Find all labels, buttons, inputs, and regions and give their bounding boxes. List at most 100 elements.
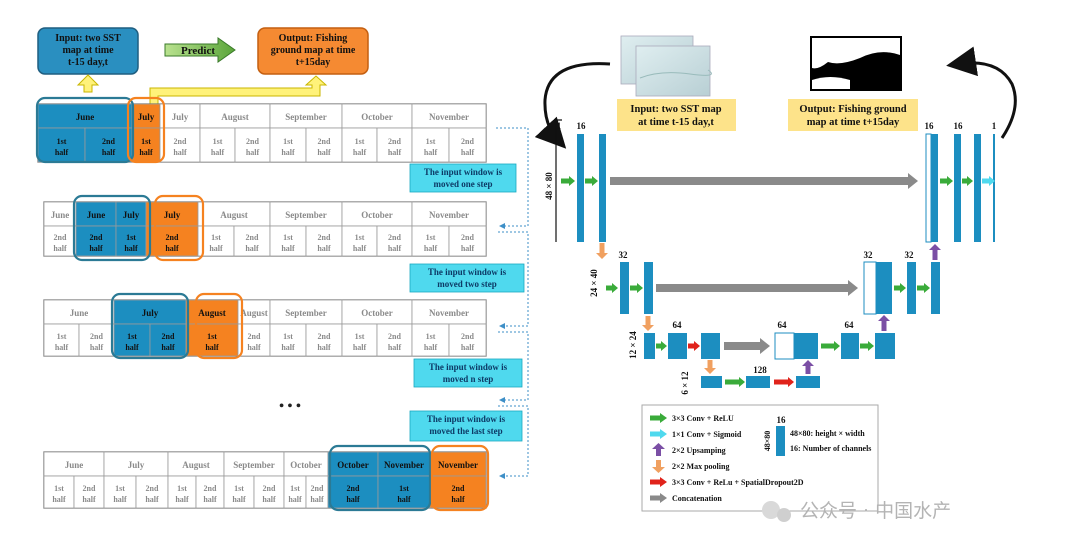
channels-16-a: 16 xyxy=(577,121,587,131)
half-label: 1st xyxy=(355,332,365,341)
half-label: half xyxy=(424,343,438,352)
month-label: July xyxy=(164,210,181,220)
half-label: half xyxy=(124,244,138,253)
half-label: 1st xyxy=(283,332,293,341)
unet-output-label: Output: Fishing ground map at time t+15d… xyxy=(788,99,918,131)
step-label-line: moved two step xyxy=(437,279,497,289)
conv-relu-arrow xyxy=(940,176,953,186)
input-curved-arrow xyxy=(534,62,611,149)
conv-relu-arrow xyxy=(962,176,973,186)
dim-6x12: 6 × 12 xyxy=(680,371,690,395)
half-label: 1st xyxy=(283,137,293,146)
half-label: half xyxy=(232,495,246,504)
half-label: half xyxy=(388,244,402,253)
half-label: half xyxy=(281,244,295,253)
max-pool-arrow xyxy=(704,360,716,374)
month-cell xyxy=(43,299,115,325)
half-cell xyxy=(43,323,80,357)
legend-item-label: 1×1 Conv + Sigmoid xyxy=(672,430,742,439)
fmap-up-16 xyxy=(931,134,938,242)
half-label: 2nd xyxy=(388,233,401,242)
half-label: 1st xyxy=(355,137,365,146)
half-cell xyxy=(269,225,307,257)
month-cell xyxy=(411,103,487,129)
half-label: 1st xyxy=(213,137,223,146)
month-label: August xyxy=(182,460,210,470)
half-label: 2nd xyxy=(461,233,474,242)
half-label: 2nd xyxy=(162,332,175,341)
legend-item-label: Concatenation xyxy=(672,494,722,503)
half-label: 2nd xyxy=(90,332,103,341)
half-cell xyxy=(448,323,487,357)
half-cell xyxy=(78,323,115,357)
input-description-box: Input: two SST map at time t-15 day,t xyxy=(37,27,139,75)
half-cell xyxy=(43,475,75,509)
month-cell xyxy=(75,201,117,227)
month-label: November xyxy=(438,460,478,470)
step-connector xyxy=(498,231,529,329)
month-label: October xyxy=(361,210,393,220)
half-label: 2nd xyxy=(166,233,179,242)
concatenation-arrow xyxy=(724,338,770,354)
half-label: half xyxy=(55,148,69,157)
spatial-dropout-arrow xyxy=(774,377,794,387)
conv-relu-arrow xyxy=(561,176,575,186)
half-label: half xyxy=(173,148,187,157)
half-label: half xyxy=(310,495,324,504)
month-cell xyxy=(269,201,343,227)
legend-key-dim: 48×80 xyxy=(763,431,772,452)
step-label-line: The input window is xyxy=(424,167,503,177)
half-cell xyxy=(135,475,169,509)
unet-operation-arrows xyxy=(561,173,995,387)
legend-key-bar xyxy=(776,426,785,456)
half-label: 1st xyxy=(207,332,217,341)
month-label: September xyxy=(285,210,327,220)
month-label: October xyxy=(361,308,393,318)
fmap-32-c xyxy=(907,262,916,314)
half-label: half xyxy=(175,495,189,504)
half-cell xyxy=(341,127,378,163)
spatial-dropout-icon xyxy=(650,477,667,487)
ellipsis: • • • xyxy=(279,399,301,414)
fmap-64-a xyxy=(644,333,655,359)
step-connector xyxy=(496,127,529,229)
month-label: November xyxy=(384,460,424,470)
month-label: June xyxy=(51,210,70,220)
half-cell xyxy=(305,323,343,357)
input-box-line-2: map at time xyxy=(62,45,114,56)
month-cell xyxy=(341,201,413,227)
half-label: half xyxy=(317,244,331,253)
half-label: 2nd xyxy=(54,233,67,242)
half-label: half xyxy=(317,148,331,157)
half-label: half xyxy=(424,148,438,157)
half-label: half xyxy=(165,244,179,253)
concatenation-arrow xyxy=(610,173,918,189)
half-label: half xyxy=(317,343,331,352)
fmap-32-a xyxy=(620,262,629,314)
channels-64-c: 64 xyxy=(845,320,855,330)
half-label: 2nd xyxy=(318,332,331,341)
half-label: half xyxy=(288,495,302,504)
half-label: 2nd xyxy=(318,233,331,242)
half-label: half xyxy=(211,148,225,157)
step-label-line: The input window is xyxy=(427,414,506,424)
fmap-output xyxy=(993,134,995,242)
max-pool-arrow xyxy=(642,316,654,331)
max-pool-arrow xyxy=(596,243,608,259)
fmap-64-c xyxy=(701,333,720,359)
month-cell xyxy=(115,201,147,227)
half-cell xyxy=(185,323,239,357)
watermark: 公众号 · 中国水产 xyxy=(762,500,951,522)
half-cell xyxy=(149,323,187,357)
half-label: half xyxy=(451,495,465,504)
half-cell xyxy=(234,127,271,163)
half-label: 1st xyxy=(54,484,64,493)
half-label: 2nd xyxy=(146,484,159,493)
fmap-128-c xyxy=(796,376,820,388)
month-label: June xyxy=(65,460,84,470)
half-label: half xyxy=(246,148,260,157)
half-cell xyxy=(305,225,343,257)
step-label-line: moved n step xyxy=(443,374,494,384)
